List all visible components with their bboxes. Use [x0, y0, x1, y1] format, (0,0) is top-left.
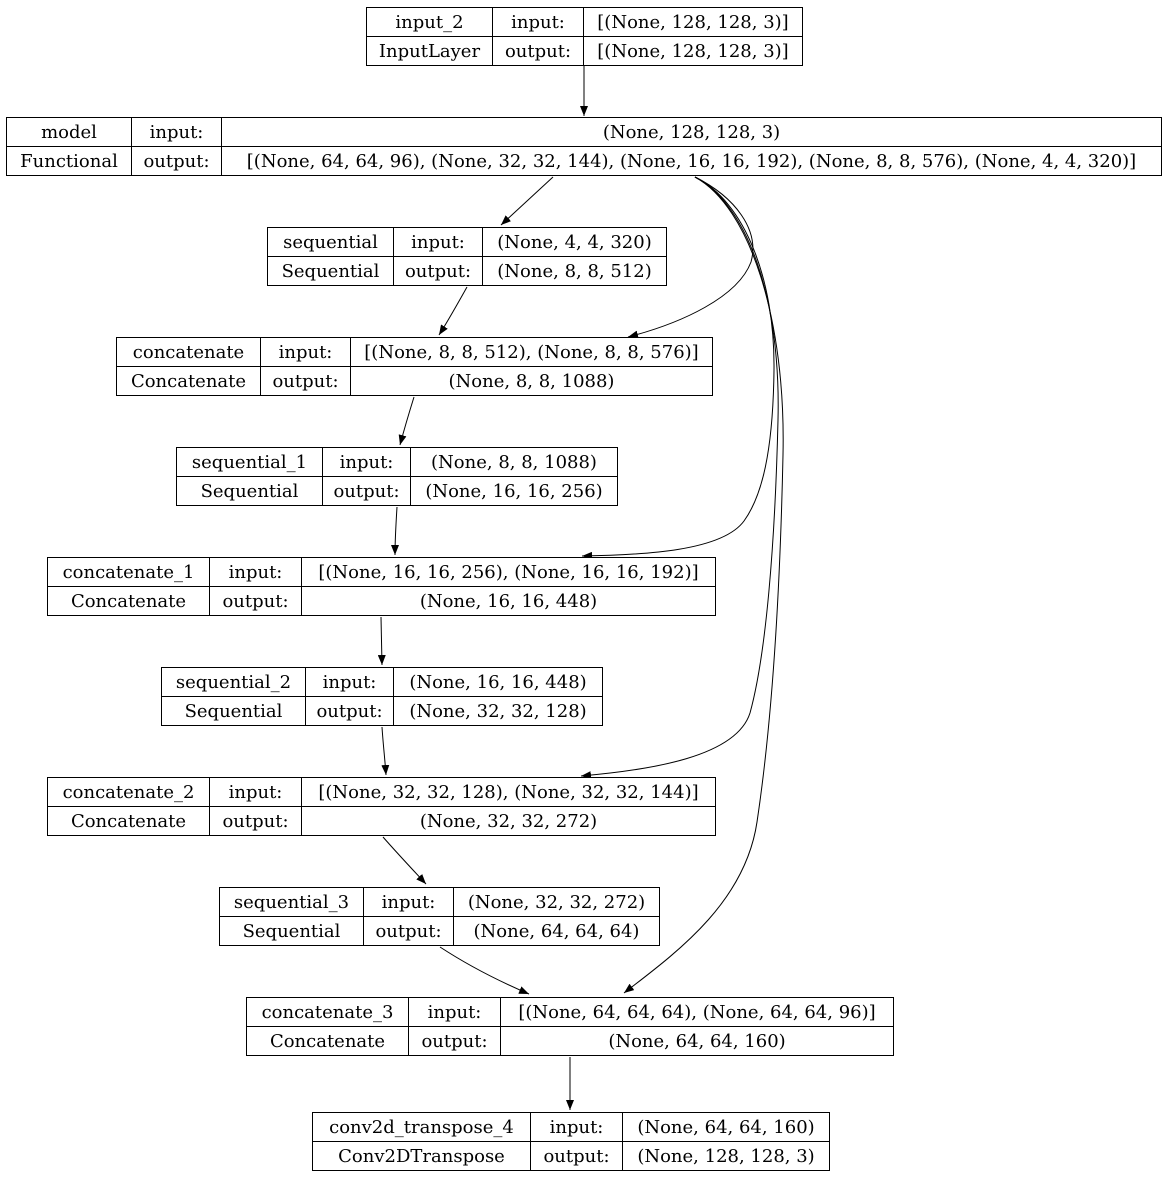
layer-name: concatenate	[116, 337, 261, 367]
edge-sequential-concatenate	[438, 286, 468, 336]
layer-name: concatenate_1	[47, 557, 210, 587]
input-label: input:	[492, 7, 584, 37]
input-shape: (None, 32, 32, 272)	[453, 887, 660, 917]
input-label: input:	[530, 1112, 623, 1142]
output-shape: (None, 32, 32, 272)	[301, 806, 716, 836]
layer-node-concatenate_3: concatenate_3 input: [(None, 64, 64, 64)…	[246, 997, 894, 1056]
layer-node-input_2: input_2 input: [(None, 128, 128, 3)] Inp…	[366, 7, 803, 66]
layer-type: Conv2DTranspose	[312, 1141, 531, 1171]
layer-type: Concatenate	[47, 586, 210, 616]
layer-type: Concatenate	[116, 366, 261, 396]
layer-type: Concatenate	[246, 1026, 409, 1056]
input-shape: (None, 4, 4, 320)	[482, 227, 667, 257]
layer-type: Sequential	[161, 696, 306, 726]
input-shape: (None, 128, 128, 3)	[221, 117, 1162, 147]
output-shape: (None, 64, 64, 64)	[453, 916, 660, 946]
input-label: input:	[393, 227, 483, 257]
input-shape: [(None, 32, 32, 128), (None, 32, 32, 144…	[301, 777, 716, 807]
layer-node-conv2d_transpose_4: conv2d_transpose_4 input: (None, 64, 64,…	[312, 1112, 830, 1171]
edge-sequential_1-concatenate_1	[391, 506, 400, 556]
input-label: input:	[209, 777, 302, 807]
input-label: input:	[305, 667, 394, 697]
input-label: input:	[260, 337, 351, 367]
input-shape: (None, 8, 8, 1088)	[410, 447, 618, 477]
input-shape: (None, 16, 16, 448)	[393, 667, 603, 697]
input-shape: [(None, 16, 16, 256), (None, 16, 16, 192…	[301, 557, 716, 587]
input-label: input:	[131, 117, 222, 147]
layer-node-sequential_1: sequential_1 input: (None, 8, 8, 1088) S…	[176, 447, 618, 506]
layer-type: Concatenate	[47, 806, 210, 836]
output-label: output:	[492, 36, 584, 66]
output-shape: (None, 16, 16, 256)	[410, 476, 618, 506]
edge-model-concatenate	[627, 176, 754, 339]
output-shape: (None, 16, 16, 448)	[301, 586, 716, 616]
edge-model-sequential	[500, 176, 554, 226]
output-label: output:	[363, 916, 454, 946]
input-shape: (None, 64, 64, 160)	[622, 1112, 830, 1142]
layer-node-concatenate_2: concatenate_2 input: [(None, 32, 32, 128…	[47, 777, 716, 836]
output-shape: [(None, 64, 64, 96), (None, 32, 32, 144)…	[221, 146, 1162, 176]
layer-name: input_2	[366, 7, 493, 37]
output-label: output:	[322, 476, 411, 506]
layer-node-concatenate_1: concatenate_1 input: [(None, 16, 16, 256…	[47, 557, 716, 616]
edge-concatenate_1-sequential_2	[377, 616, 386, 666]
layer-type: InputLayer	[366, 36, 493, 66]
layer-node-sequential_2: sequential_2 input: (None, 16, 16, 448) …	[161, 667, 603, 726]
layer-name: sequential_2	[161, 667, 306, 697]
layer-name: concatenate_2	[47, 777, 210, 807]
output-label: output:	[209, 806, 302, 836]
layer-type: Sequential	[219, 916, 364, 946]
layer-type: Sequential	[176, 476, 323, 506]
output-shape: (None, 32, 32, 128)	[393, 696, 603, 726]
edge-model-concatenate_1	[581, 176, 775, 560]
layer-name: sequential	[267, 227, 394, 257]
input-shape: [(None, 8, 8, 512), (None, 8, 8, 576)]	[350, 337, 713, 367]
layer-node-sequential: sequential input: (None, 4, 4, 320) Sequ…	[267, 227, 667, 286]
layer-node-concatenate: concatenate input: [(None, 8, 8, 512), (…	[116, 337, 713, 396]
output-label: output:	[408, 1026, 501, 1056]
layer-name: sequential_1	[176, 447, 323, 477]
layer-name: model	[6, 117, 132, 147]
layer-node-model: model input: (None, 128, 128, 3) Functio…	[6, 117, 1162, 176]
layer-type: Functional	[6, 146, 132, 176]
input-label: input:	[322, 447, 411, 477]
output-label: output:	[260, 366, 351, 396]
output-shape: (None, 128, 128, 3)	[622, 1141, 830, 1171]
output-label: output:	[305, 696, 394, 726]
output-label: output:	[209, 586, 302, 616]
output-shape: (None, 64, 64, 160)	[500, 1026, 894, 1056]
layer-node-sequential_3: sequential_3 input: (None, 32, 32, 272) …	[219, 887, 660, 946]
input-label: input:	[209, 557, 302, 587]
input-label: input:	[363, 887, 454, 917]
output-label: output:	[393, 256, 483, 286]
edge-sequential_3-concatenate_3	[439, 946, 530, 995]
layer-name: concatenate_3	[246, 997, 409, 1027]
output-shape: (None, 8, 8, 512)	[482, 256, 667, 286]
edge-model-concatenate_2	[580, 176, 779, 780]
output-shape: [(None, 128, 128, 3)]	[583, 36, 803, 66]
output-label: output:	[530, 1141, 623, 1171]
edge-concatenate-sequential_1	[398, 396, 415, 446]
layer-type: Sequential	[267, 256, 394, 286]
output-label: output:	[131, 146, 222, 176]
edge-concatenate_2-sequential_3	[382, 836, 427, 885]
input-shape: [(None, 64, 64, 64), (None, 64, 64, 96)]	[500, 997, 894, 1027]
edge-sequential_2-concatenate_2	[381, 726, 390, 776]
output-shape: (None, 8, 8, 1088)	[350, 366, 713, 396]
layer-name: sequential_3	[219, 887, 364, 917]
edge-model-concatenate_3	[623, 176, 784, 994]
input-shape: [(None, 128, 128, 3)]	[583, 7, 803, 37]
input-label: input:	[408, 997, 501, 1027]
layer-name: conv2d_transpose_4	[312, 1112, 531, 1142]
